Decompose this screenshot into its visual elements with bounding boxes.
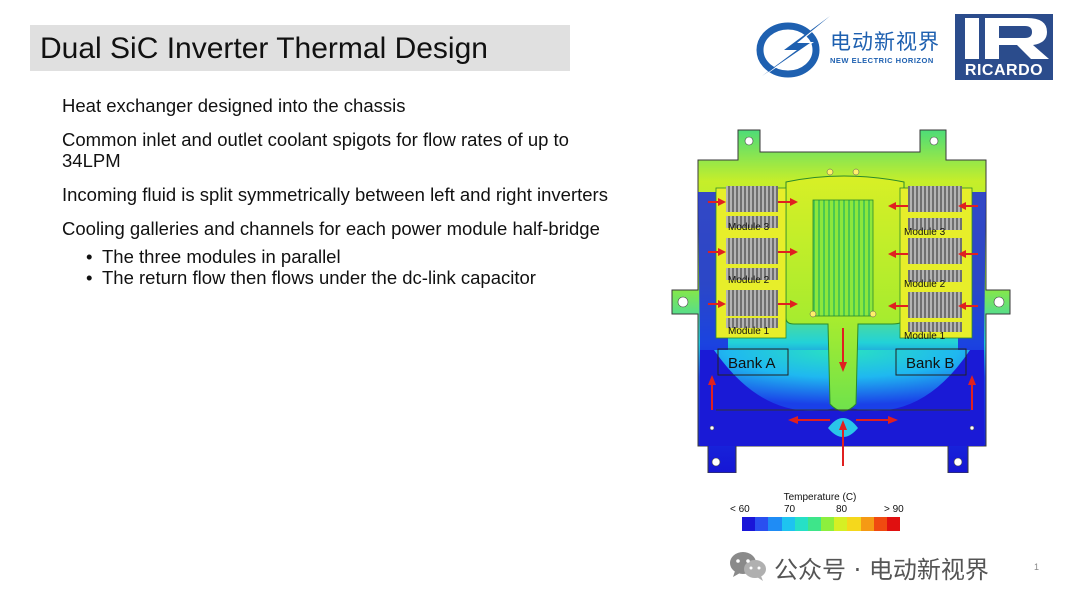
brand-name-en: NEW ELECTRIC HORIZON: [830, 56, 934, 65]
legend-title: Temperature (C): [783, 492, 857, 503]
bullet-item: Heat exchanger designed into the chassis: [62, 95, 406, 116]
watermark-text: 公众号 · 电动新视界: [774, 556, 989, 584]
bullet-item: Common inlet and outlet coolant spigots …: [62, 129, 569, 171]
flow-arrows: [708, 198, 978, 466]
module-label-left-2: Module 2: [728, 275, 770, 286]
module-label-right-3: Module 3: [904, 227, 946, 238]
watermark: 公众号 · 电动新视界: [728, 548, 1058, 584]
electric-horizon-logo-icon: [756, 15, 832, 80]
legend-color-swatch: [847, 517, 861, 531]
module-label-left-3: Module 3: [728, 222, 770, 233]
module-label-left-1: Module 1: [728, 326, 770, 337]
bullet-item: Cooling galleries and channels for each …: [62, 218, 600, 239]
title-bar: Dual SiC Inverter Thermal Design: [30, 25, 570, 71]
legend-colorbar: [742, 517, 901, 531]
legend-color-swatch: [755, 517, 769, 531]
module-label-right-2: Module 2: [904, 279, 946, 290]
bank-a-box: [717, 348, 789, 376]
wechat-icon: [730, 552, 766, 581]
legend-color-swatch: [768, 517, 782, 531]
logo-group: 电动新视界 NEW ELECTRIC HORIZON RICARDO: [752, 12, 1053, 82]
page-number: 1: [1034, 562, 1040, 572]
bank-a-label: Bank A: [728, 355, 776, 372]
bullet-item: Incoming fluid is split symmetrically be…: [62, 184, 608, 205]
legend-color-swatch: [742, 517, 756, 531]
legend-tick: 80: [836, 504, 848, 515]
legend-color-swatch: [886, 517, 901, 531]
legend-color-swatch: [834, 517, 848, 531]
legend-tick: < 60: [730, 504, 750, 515]
legend-color-swatch: [807, 517, 822, 531]
brand-name-cn: 电动新视界: [830, 30, 940, 54]
ricardo-wordmark: RICARDO: [955, 61, 1053, 80]
legend-color-swatch: [860, 517, 874, 531]
sub-bullet-item: The return flow then flows under the dc-…: [86, 267, 632, 288]
sub-bullet-item: The three modules in parallel: [86, 246, 632, 267]
legend-color-swatch: [794, 517, 808, 531]
legend-color-swatch: [821, 517, 835, 531]
bullet-list: Heat exchanger designed into the chassis…: [62, 95, 632, 294]
module-label-right-1: Module 1: [904, 331, 946, 342]
bank-b-box: [895, 348, 967, 376]
ricardo-logo: RICARDO: [955, 14, 1053, 80]
legend-color-swatch: [873, 517, 887, 531]
legend-color-swatch: [781, 517, 795, 531]
temperature-legend: Temperature (C) < 60 70 80 > 90: [730, 492, 910, 537]
ricardo-r-icon: [955, 14, 1053, 61]
slide-title: Dual SiC Inverter Thermal Design: [40, 32, 488, 65]
legend-tick: > 90: [884, 504, 904, 515]
bank-b-label: Bank B: [906, 355, 954, 372]
legend-tick: 70: [784, 504, 796, 515]
thermal-simulation-diagram: Module 3 Module 2 Module 1 Module 3 Modu…: [671, 129, 1011, 473]
